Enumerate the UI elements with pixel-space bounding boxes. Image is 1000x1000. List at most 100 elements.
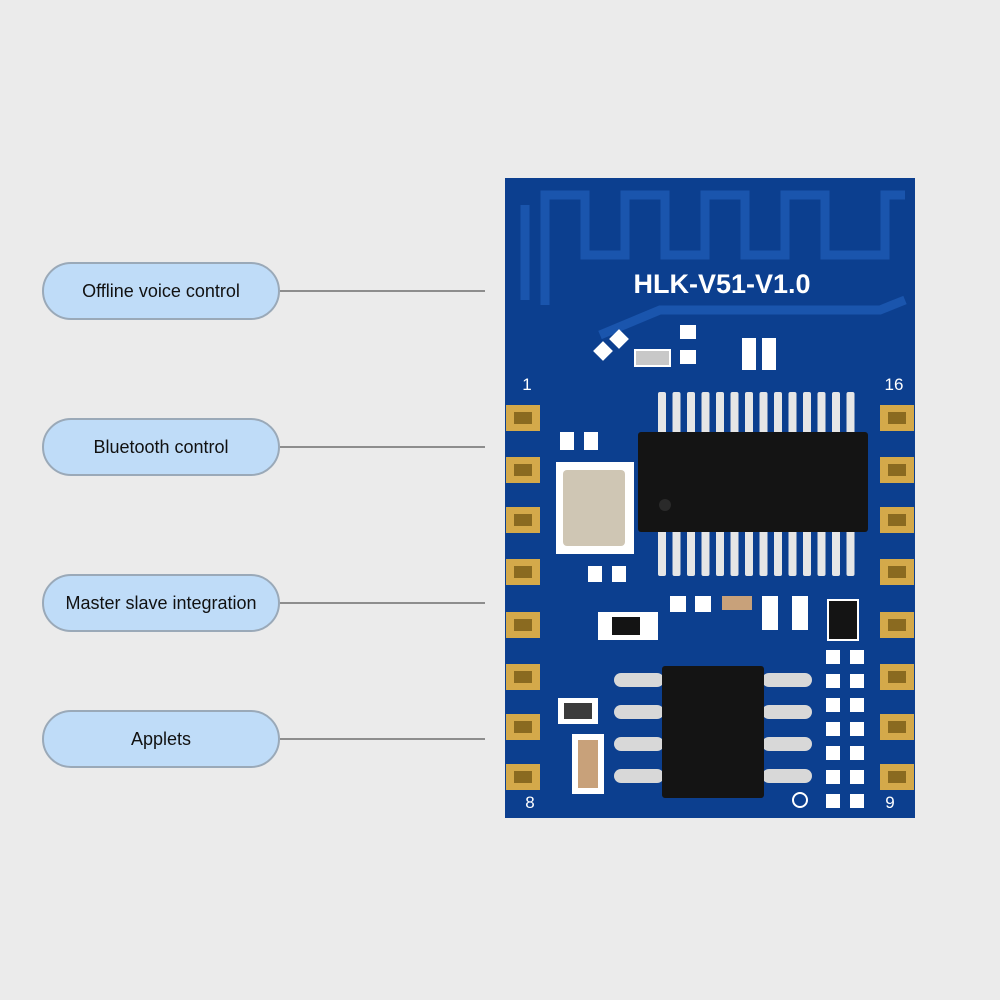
pad-hole <box>888 514 906 526</box>
soic-pin <box>762 673 812 687</box>
feature-master-slave-integration: Master slave integration <box>42 574 280 632</box>
pad-hole <box>514 412 532 424</box>
chip-pin <box>803 392 811 434</box>
crystal <box>563 470 625 546</box>
chip-pin <box>759 392 768 434</box>
smd-pad <box>680 325 696 339</box>
chip-pin <box>672 530 681 576</box>
soic-pin <box>762 737 812 751</box>
chip-pin <box>672 392 681 434</box>
smd-pad <box>826 746 840 760</box>
smd-component <box>593 329 629 361</box>
pad-hole <box>514 771 532 783</box>
pad-hole <box>514 721 532 733</box>
soic-pins <box>614 673 812 783</box>
left-pad-column <box>506 405 540 790</box>
soic-pin <box>614 705 664 719</box>
chip-pin <box>759 530 768 576</box>
chip-pin <box>803 530 811 576</box>
smd-pad <box>826 794 840 808</box>
chip-pin <box>658 530 666 576</box>
feature-bluetooth-control: Bluetooth control <box>42 418 280 476</box>
chip-pin <box>846 530 855 576</box>
soic-pin <box>614 737 664 751</box>
chip-pin <box>687 530 695 576</box>
resistor <box>634 349 671 367</box>
connector-line <box>280 738 485 740</box>
smd-pad <box>850 698 864 712</box>
soic-pin <box>762 769 812 783</box>
smd-pad <box>588 566 602 582</box>
chip-pin <box>817 530 826 576</box>
pad-hole <box>888 619 906 631</box>
capacitor <box>742 338 756 370</box>
pin-number-label: 8 <box>525 793 534 812</box>
smd-pad <box>826 698 840 712</box>
chip-pins <box>658 530 855 576</box>
via <box>792 792 808 808</box>
smd-pad <box>826 650 840 664</box>
soic-pin <box>614 769 664 783</box>
smd-pad <box>850 746 864 760</box>
pad-hole <box>888 721 906 733</box>
pad-hole <box>514 671 532 683</box>
soic-pin <box>614 673 664 687</box>
diode <box>612 617 640 635</box>
pad-hole <box>888 671 906 683</box>
smd-pad <box>695 596 711 612</box>
chip-pin <box>658 392 666 434</box>
chip-pin <box>716 392 724 434</box>
pin-number-label: 16 <box>885 375 904 394</box>
smd-pad <box>826 674 840 688</box>
feature-applets: Applets <box>42 710 280 768</box>
transistor <box>827 599 859 641</box>
pin-number-label: 9 <box>885 793 894 812</box>
smd-pad <box>826 770 840 784</box>
chip-pin <box>817 392 826 434</box>
chip-pin <box>832 392 840 434</box>
pad-hole <box>514 464 532 476</box>
chip-pin <box>687 392 695 434</box>
smd-pad <box>850 770 864 784</box>
chip-pin <box>730 530 739 576</box>
pad-hole <box>514 514 532 526</box>
pad-hole <box>888 566 906 578</box>
capacitor <box>762 596 778 630</box>
chip-pin <box>788 530 797 576</box>
connector-line <box>280 290 485 292</box>
smd-pad-group <box>826 650 864 808</box>
smd-pad <box>850 722 864 736</box>
smd-pad <box>670 596 686 612</box>
chip-pin <box>774 530 782 576</box>
chip-pin <box>716 530 724 576</box>
smd-pad <box>850 674 864 688</box>
smd-pad <box>560 432 574 450</box>
pad-hole <box>514 566 532 578</box>
connector-line <box>280 446 485 448</box>
main-chip <box>638 432 868 532</box>
chip-pin <box>832 530 840 576</box>
antenna-trace <box>520 190 907 340</box>
pin-number-label: 1 <box>522 375 531 394</box>
smd-pad <box>680 350 696 364</box>
pad-hole <box>888 771 906 783</box>
flash-chip <box>662 666 764 798</box>
chip-pin <box>745 530 753 576</box>
pad-hole <box>514 619 532 631</box>
smd-pad <box>850 794 864 808</box>
chip-pin <box>730 392 739 434</box>
smd-pad <box>612 566 626 582</box>
feature-offline-voice-control: Offline voice control <box>42 262 280 320</box>
pad-hole <box>888 464 906 476</box>
resistor <box>722 596 752 610</box>
chip-pin <box>701 530 710 576</box>
chip-pins <box>658 392 855 434</box>
board-model-label: HLK-V51-V1.0 <box>633 269 810 299</box>
chip-pin <box>745 392 753 434</box>
capacitor <box>792 596 808 630</box>
chip-pin <box>788 392 797 434</box>
soic-pin <box>762 705 812 719</box>
pad-hole <box>888 412 906 424</box>
